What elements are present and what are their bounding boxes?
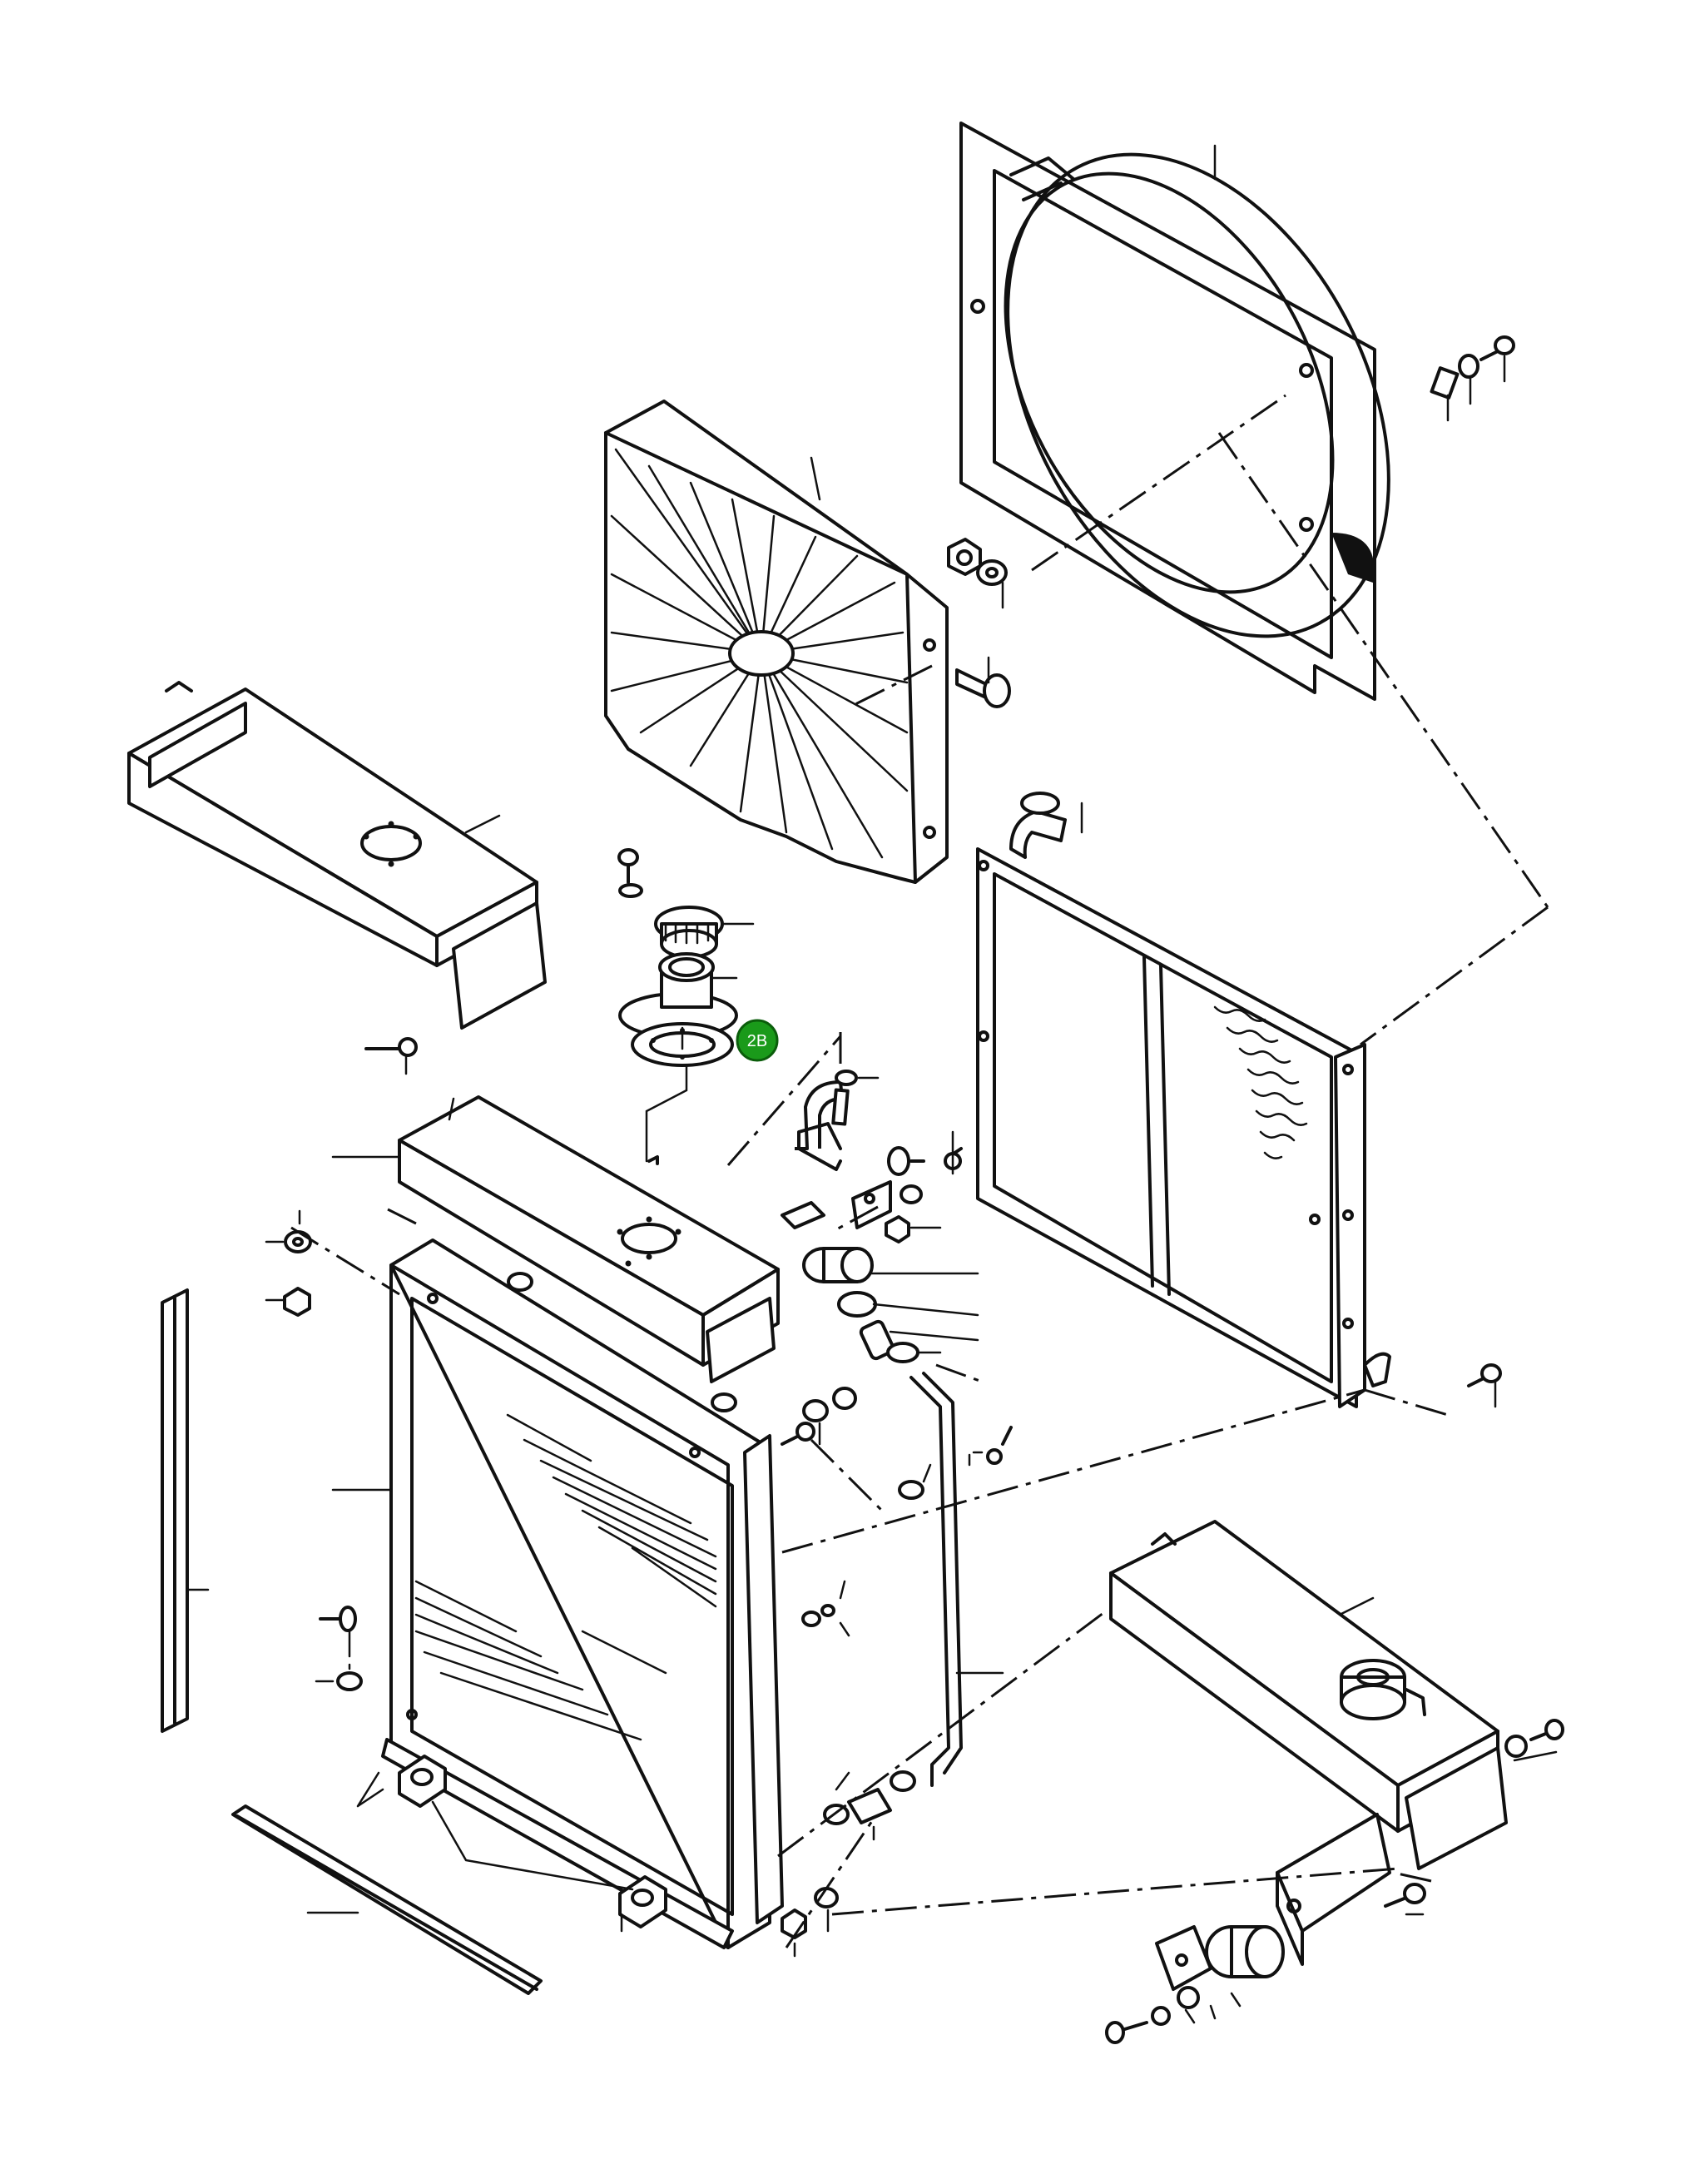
bottom-nut[interactable] (781, 1909, 807, 1939)
lower-tank-right[interactable] (1109, 1520, 1508, 1870)
hose-pipe-short[interactable] (831, 1088, 850, 1126)
cap-screw[interactable] (617, 848, 639, 884)
rubber-mount-large[interactable] (1205, 1925, 1285, 1978)
fan-shroud[interactable] (930, 89, 1466, 701)
core-clamp[interactable] (898, 1480, 924, 1500)
callout-2b-badge[interactable]: 2B (736, 1019, 779, 1062)
mount-plate[interactable] (1155, 1925, 1212, 1991)
radiator-core[interactable] (381, 1238, 784, 1949)
guard-bolt[interactable] (955, 668, 1011, 708)
clamp-lower[interactable] (886, 1342, 919, 1363)
core-tie[interactable] (986, 1426, 1013, 1465)
hose-connector[interactable] (781, 1201, 825, 1229)
core-screw-1[interactable] (781, 1422, 815, 1446)
rubber-mount-small[interactable] (802, 1247, 874, 1283)
callout-2b-label: 2B (747, 1032, 767, 1050)
radiator-cap[interactable] (654, 906, 724, 959)
oil-cooler-fins (1213, 1005, 1308, 1159)
bottom-seal-strip[interactable] (231, 1804, 543, 1995)
hose-clamp-top[interactable] (835, 1070, 858, 1086)
bracket-nut[interactable] (885, 1215, 910, 1243)
overflow-pipe[interactable] (797, 1122, 842, 1171)
shroud-clip[interactable] (1430, 366, 1460, 400)
mount-bracket-right[interactable] (1276, 1813, 1391, 1966)
shroud-washer[interactable] (1458, 354, 1479, 379)
tank-washer-right[interactable] (1504, 1735, 1528, 1758)
oil-cooler-core[interactable] (976, 792, 1391, 1408)
core-washer-1[interactable] (802, 1399, 829, 1422)
guard-nut[interactable] (947, 538, 982, 576)
side-bolt-left[interactable] (319, 1606, 357, 1632)
pipe-washer-1[interactable] (900, 1184, 923, 1204)
guard-washer[interactable] (976, 559, 1008, 586)
shroud-screw[interactable] (1479, 335, 1515, 361)
core-clip-small[interactable] (801, 1604, 835, 1627)
side-seal-strip-left[interactable] (161, 1288, 189, 1733)
radiator-top-tank[interactable] (398, 1095, 780, 1383)
assembly-lines (290, 394, 1549, 1948)
mount-washer-2[interactable] (1151, 2006, 1171, 2026)
tank-bolt-upper[interactable] (364, 1037, 418, 1057)
side-washer-left[interactable] (336, 1671, 363, 1691)
mount-washer-1[interactable] (1177, 1986, 1200, 2009)
tank-washer-left[interactable] (284, 1230, 312, 1253)
tank-bolt-right[interactable] (1529, 1719, 1564, 1741)
core-fin-strokes (414, 1413, 717, 1741)
cap-washer[interactable] (618, 883, 643, 898)
fan-guard[interactable] (604, 400, 949, 884)
lower-hose-pipe[interactable] (847, 1788, 892, 1824)
core-washer-2[interactable] (832, 1387, 857, 1410)
radiator-mount-left[interactable] (398, 1755, 447, 1808)
pipe-bolt-1[interactable] (887, 1146, 925, 1176)
cooler-screw[interactable] (1467, 1363, 1502, 1387)
filler-neck[interactable] (618, 952, 738, 1039)
clamp-mid[interactable] (837, 1291, 877, 1318)
lower-clamp-2[interactable] (890, 1770, 916, 1792)
mount-bolt[interactable] (1105, 2021, 1148, 2044)
tank-nut-left[interactable] (283, 1287, 311, 1317)
mount-screw-right[interactable] (1384, 1883, 1426, 1908)
lower-clamp-1[interactable] (823, 1804, 850, 1825)
upper-tank-left[interactable] (127, 681, 547, 1030)
hose-elbow[interactable] (859, 1319, 895, 1361)
lower-pipe[interactable] (909, 1372, 963, 1787)
connector-bracket[interactable] (851, 1180, 892, 1229)
